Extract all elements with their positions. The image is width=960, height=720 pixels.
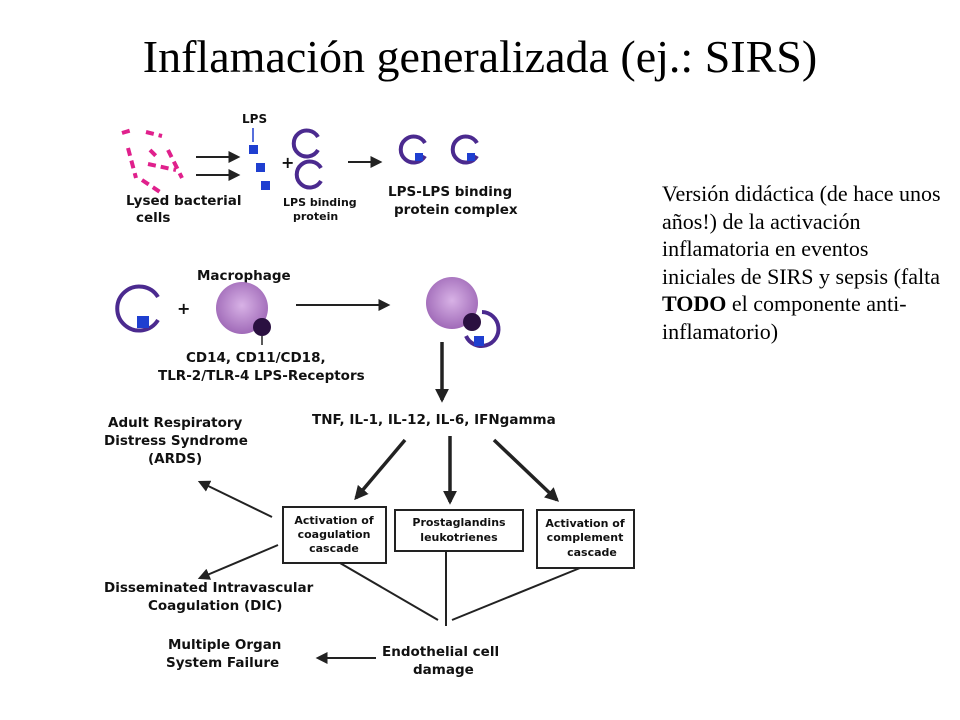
lysed-bacteria-icon — [121, 128, 184, 194]
dic-label-1: Disseminated Intravascular — [104, 580, 314, 596]
endothelial-label-1: Endothelial cell — [382, 644, 499, 660]
lysed-cells-label-2: cells — [136, 210, 170, 226]
complex-label-1: LPS-LPS binding — [388, 184, 512, 200]
plus-sign-2: + — [177, 299, 190, 318]
receptors-label-2: TLR-2/TLR-4 LPS-Receptors — [158, 368, 365, 384]
side-note-part2: el componente anti-inflamatorio) — [662, 291, 907, 344]
lps-label: LPS — [242, 112, 267, 126]
comp-label-2: complement — [547, 531, 624, 544]
lbp-label-1: LPS binding — [283, 196, 357, 209]
side-note: Versión didáctica (de hace unos años!) d… — [662, 180, 947, 345]
arrow-to-dic — [197, 544, 279, 580]
mosf-label-2: System Failure — [166, 655, 279, 671]
receptors-label-1: CD14, CD11/CD18, — [186, 350, 326, 366]
side-note-bold: TODO — [662, 291, 727, 316]
complex-label-2: protein complex — [394, 202, 518, 218]
macrophage-label: Macrophage — [197, 268, 291, 284]
arrow-to-coagulation — [354, 438, 407, 501]
ards-label-1: Adult Respiratory — [108, 415, 243, 431]
dic-label-2: Coagulation (DIC) — [148, 598, 282, 614]
prost-label-2: leukotrienes — [420, 531, 498, 544]
activated-macrophage-icon — [426, 277, 501, 348]
lps-lbp-complex-icon-2 — [115, 284, 160, 333]
arrow-to-complement — [492, 438, 560, 502]
coag-label-1: Activation of — [294, 514, 373, 527]
double-arrow-icon — [196, 151, 241, 181]
line-coag-to-endothelial — [339, 562, 439, 621]
complement-box — [536, 509, 635, 569]
macrophage-icon — [216, 282, 271, 345]
ards-label-2: Distress Syndrome — [104, 433, 248, 449]
lps-lbp-complex-icon — [398, 134, 479, 165]
coag-label-3: cascade — [309, 542, 359, 555]
comp-label-3: cascade — [567, 546, 617, 559]
coag-label-2: coagulation — [298, 528, 371, 541]
prost-label-1: Prostaglandins — [412, 516, 506, 529]
ards-label-3: (ARDS) — [148, 451, 202, 467]
arrow-to-ards — [197, 480, 273, 518]
coagulation-box — [282, 506, 387, 564]
endothelial-label-2: damage — [413, 662, 474, 678]
prostaglandins-box — [394, 509, 524, 552]
lysed-cells-label-1: Lysed bacterial — [126, 193, 241, 209]
mosf-label-1: Multiple Organ — [168, 637, 281, 653]
cytokines-label: TNF, IL-1, IL-12, IL-6, IFNgamma — [312, 412, 556, 428]
lbp-label-2: protein — [293, 210, 338, 223]
lps-molecule-icon — [249, 145, 270, 190]
side-note-part1: Versión didáctica (de hace unos años!) d… — [662, 181, 941, 289]
line-comp-to-endothelial — [451, 567, 581, 621]
plus-sign-1: + — [281, 153, 294, 172]
comp-label-1: Activation of — [545, 517, 624, 530]
page-title: Inflamación generalizada (ej.: SIRS) — [142, 31, 818, 82]
lps-binding-protein-icon — [291, 128, 323, 190]
